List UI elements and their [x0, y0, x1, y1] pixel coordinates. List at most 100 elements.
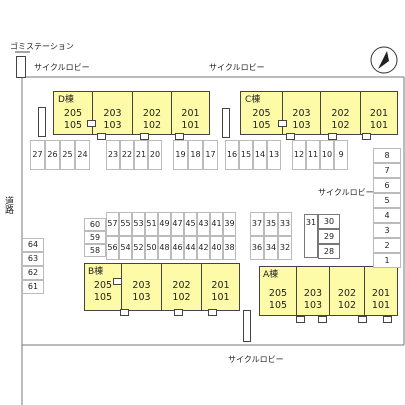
- parking-space-57: 57: [106, 212, 119, 236]
- parking-space-34: 34: [264, 236, 278, 260]
- entrance-c-2: [286, 133, 295, 140]
- parking-space-31: 31: [304, 214, 318, 258]
- parking-space-29: 29: [318, 229, 340, 244]
- entrance-a-1: [296, 316, 305, 323]
- parking-space-11: 11: [306, 140, 320, 170]
- entrance-d-2: [97, 133, 106, 140]
- entrance-a-4: [383, 316, 392, 323]
- parking-space-61: 61: [22, 280, 44, 294]
- parking-space-33: 33: [278, 212, 292, 236]
- parking-space-21: 21: [134, 140, 148, 170]
- entrance-c-1: [278, 120, 287, 127]
- parking-space-12: 12: [292, 140, 306, 170]
- bicycle-rack-d: [38, 107, 46, 137]
- parking-space-43: 43: [197, 212, 210, 236]
- parking-space-9: 9: [334, 140, 348, 170]
- parking-space-50: 50: [145, 236, 158, 260]
- parking-space-59: 59: [84, 231, 106, 244]
- parking-space-10: 10: [320, 140, 334, 170]
- parking-space-42: 42: [197, 236, 210, 260]
- parking-space-8: 8: [373, 148, 401, 163]
- parking-space-49: 49: [158, 212, 171, 236]
- parking-space-56: 56: [106, 236, 119, 260]
- parking-space-20: 20: [148, 140, 162, 170]
- parking-space-37: 37: [250, 212, 264, 236]
- entrance-c-4: [362, 133, 371, 140]
- entrance-a-3: [358, 316, 367, 323]
- parking-space-28: 28: [318, 244, 340, 259]
- parking-space-22: 22: [120, 140, 134, 170]
- entrance-b-4: [208, 309, 217, 316]
- garbage-station-box: [16, 56, 26, 78]
- parking-space-24: 24: [75, 140, 90, 170]
- parking-space-14: 14: [253, 140, 267, 170]
- north-arrow-icon: [369, 45, 399, 75]
- parking-space-23: 23: [106, 140, 120, 170]
- parking-space-5: 5: [373, 193, 401, 208]
- parking-space-47: 47: [171, 212, 184, 236]
- parking-space-27: 27: [30, 140, 45, 170]
- building-a-name: A棟: [263, 270, 279, 280]
- entrance-d-3: [140, 133, 149, 140]
- entrance-c-3: [328, 133, 337, 140]
- parking-space-40: 40: [210, 236, 223, 260]
- parking-space-32: 32: [278, 236, 292, 260]
- parking-space-13: 13: [267, 140, 281, 170]
- parking-space-2: 2: [373, 238, 401, 253]
- bicycle-rack-bottom: [243, 310, 251, 342]
- parking-space-64: 64: [22, 238, 44, 252]
- cycle-lobby-label-tc: サイクルロビー: [209, 63, 265, 72]
- building-b-name: B棟: [88, 267, 104, 277]
- parking-space-4: 4: [373, 208, 401, 223]
- parking-space-62: 62: [22, 266, 44, 280]
- parking-space-17: 17: [203, 140, 218, 170]
- parking-space-36: 36: [250, 236, 264, 260]
- parking-space-18: 18: [188, 140, 203, 170]
- building-d-name: D棟: [58, 95, 74, 105]
- parking-space-38: 38: [223, 236, 236, 260]
- parking-space-26: 26: [45, 140, 60, 170]
- parking-space-25: 25: [60, 140, 75, 170]
- garbage-station-label: ゴミステーション: [10, 42, 74, 51]
- cycle-lobby-label-right: サイクルロビー: [318, 188, 374, 197]
- parking-space-44: 44: [184, 236, 197, 260]
- building-c-name: C棟: [245, 95, 261, 105]
- parking-space-35: 35: [264, 212, 278, 236]
- bicycle-rack-c: [222, 108, 230, 138]
- entrance-d-4: [175, 133, 184, 140]
- cycle-lobby-label-tl: サイクルロビー: [34, 63, 90, 72]
- parking-space-7: 7: [373, 163, 401, 178]
- parking-space-39: 39: [223, 212, 236, 236]
- parking-space-41: 41: [210, 212, 223, 236]
- parking-space-63: 63: [22, 252, 44, 266]
- parking-space-15: 15: [239, 140, 253, 170]
- parking-space-45: 45: [184, 212, 197, 236]
- cycle-lobby-label-bottom: サイクルロビー: [228, 355, 284, 364]
- parking-space-16: 16: [225, 140, 239, 170]
- parking-space-60: 60: [84, 218, 106, 231]
- entrance-a-2: [318, 316, 327, 323]
- parking-space-19: 19: [173, 140, 188, 170]
- entrance-b-3: [174, 309, 183, 316]
- parking-space-51: 51: [145, 212, 158, 236]
- entrance-b-2: [120, 309, 129, 316]
